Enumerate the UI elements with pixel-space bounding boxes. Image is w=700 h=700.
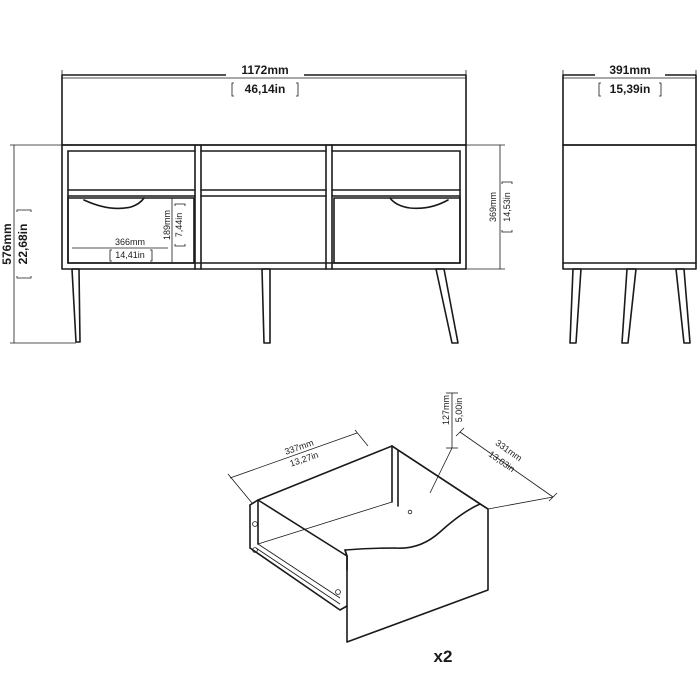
front-width-mm: 1172mm [241, 63, 288, 77]
screw-hole [252, 547, 258, 553]
drawer-left-panel [249, 504, 348, 611]
drawer-back-right [391, 445, 399, 507]
leg [261, 268, 271, 344]
front-body-height-dimension: 369mm 14,53in [466, 144, 513, 270]
leg [435, 268, 459, 344]
drawer-detail [249, 445, 489, 643]
drawer-left-top-edge [249, 499, 348, 571]
drawer-front-panel [344, 503, 489, 643]
leg [569, 268, 582, 344]
front-height-mm: 576mm [0, 223, 14, 264]
drawer-right-inner-edge [391, 445, 481, 505]
drawer-runner [255, 547, 341, 605]
drawer-width-dimension: 366mm 14,41in [72, 237, 168, 262]
drawer-height-mm: 189mm [162, 210, 172, 240]
drawer-runner [257, 543, 341, 599]
drawer-handle-cutout [389, 197, 449, 210]
front-body-height-in: 14,53in [502, 192, 512, 222]
side-depth-dimension: 391mm 15,39in [562, 62, 697, 97]
drawer-back-top [257, 445, 393, 503]
front-height-in: 22,68in [16, 224, 30, 265]
drawer-left [67, 197, 195, 264]
drawer-width-mm: 366mm [115, 237, 145, 247]
side-depth-mm: 391mm [609, 63, 650, 77]
drawer-detail-height-in: 5,00in [454, 398, 464, 423]
drawer-height-in: 7,44in [174, 213, 184, 238]
side-view [562, 74, 697, 344]
drawer-detail-height-dimension: 127mm 5,00in [429, 392, 464, 494]
drawer-detail-width-dimension: 337mm 13,27in [227, 429, 369, 504]
front-height-dimension: 576mm 22,68in [0, 144, 76, 344]
side-depth-in: 15,39in [610, 82, 651, 96]
screw-hole [407, 509, 413, 515]
drawer-handle-cutout [83, 197, 145, 210]
drawer-quantity-label: x2 [434, 647, 453, 666]
drawer-bottom-edge [257, 501, 393, 545]
leg [621, 268, 637, 344]
drawer-detail-height-mm: 127mm [441, 395, 451, 425]
front-view [61, 74, 467, 344]
front-body-height-mm: 369mm [488, 192, 498, 222]
drawer-right [333, 197, 461, 264]
screw-hole [335, 589, 341, 595]
front-width-dimension: 1172mm 46,14in [61, 62, 467, 97]
drawer-width-in: 14,41in [115, 250, 145, 260]
front-width-in: 46,14in [245, 82, 286, 96]
side-body [562, 144, 697, 270]
leg [675, 268, 691, 344]
leg [71, 268, 81, 343]
drawer-height-dimension: 189mm 7,44in [162, 197, 186, 263]
screw-hole [252, 521, 258, 527]
drawer-detail-depth-dimension: 331mm 13,03in [455, 427, 558, 510]
